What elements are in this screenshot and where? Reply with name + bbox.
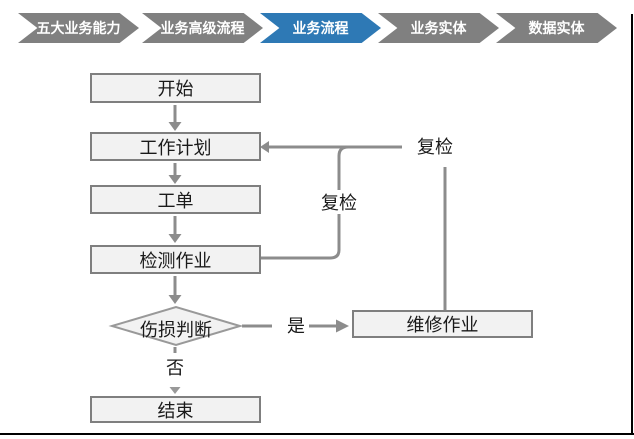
arrowhead-into-decision [168,295,182,304]
arrowhead-into-repair [336,319,349,333]
flow-node-decision-label: 伤损判断 [140,320,212,340]
arrowhead-into-plan-top [168,122,182,131]
edge-label-yes: 是 [287,316,305,336]
nav-step-high-level-process[interactable]: 业务高级流程 [142,13,263,43]
flow-node-start: 开始 [90,73,261,103]
arrowhead-into-end [169,387,181,394]
nav-step-data-entity[interactable]: 数据实体 [496,13,617,43]
decision-diamond [108,305,244,347]
nav-step-business-process[interactable]: 业务流程 [260,13,381,43]
edge-label-recheck-inner: 复检 [317,192,361,214]
flow-node-order: 工单 [90,185,261,214]
nav-step-business-entity[interactable]: 业务实体 [378,13,499,43]
flow-node-plan: 工作计划 [90,132,261,161]
flow-node-end: 结束 [90,396,261,423]
edge-label-no: 否 [166,358,184,378]
right-frame-line [631,14,633,435]
flow-node-repair: 维修作业 [352,310,533,338]
arrowhead-into-plan-right [260,141,269,153]
nav-step-business-capabilities[interactable]: 五大业务能力 [18,13,139,43]
edge-recheck-inner-top [337,145,349,190]
flow-node-inspect: 检测作业 [90,245,261,274]
arrowhead-into-inspect [168,234,182,243]
edge-recheck-inner-bottom [261,213,341,260]
edge-label-recheck-outer: 复检 [411,136,459,158]
bottom-frame-line [0,433,634,435]
arrowhead-into-order [168,175,182,184]
